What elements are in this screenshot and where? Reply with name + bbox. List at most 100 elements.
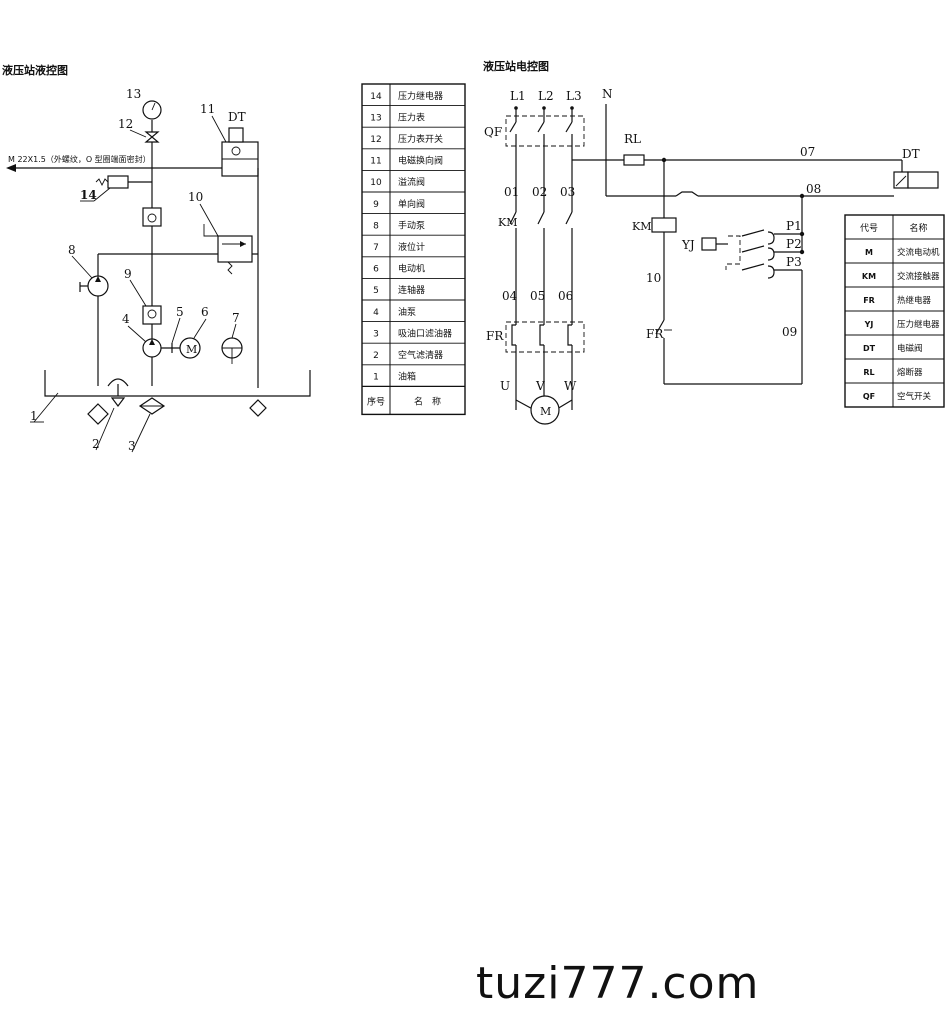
- part-number: 9: [373, 200, 379, 210]
- part-name: 油泵: [398, 306, 416, 318]
- table-row: 2 空气滤清器: [373, 349, 443, 361]
- electrical-title: 液压站电控图: [483, 59, 549, 73]
- air-filter-icon: [107, 378, 129, 387]
- parts-table-frame: [361, 83, 466, 416]
- table-row: YJ 压力继电器: [864, 319, 940, 330]
- part-name: 连轴器: [398, 284, 425, 296]
- label-01: 01: [504, 185, 519, 199]
- code-name-cell: 交流电动机: [897, 247, 940, 258]
- label-3: 3: [128, 439, 136, 453]
- label-02: 02: [532, 185, 547, 199]
- label-fr-contact: FR: [646, 327, 664, 341]
- code-name-cell: 电磁阀: [897, 343, 923, 354]
- gauge-switch-icon: [144, 131, 160, 143]
- label-dt-electrical: DT: [902, 147, 920, 161]
- label-8: 8: [68, 243, 76, 257]
- oil-tank: [44, 370, 311, 397]
- part-number: 13: [370, 113, 381, 123]
- part-name: 溢流阀: [398, 176, 425, 188]
- code-cell: KM: [862, 272, 876, 281]
- table-row: 3 吸油口滤油器: [373, 327, 452, 339]
- relief-valve-icon: [217, 235, 253, 263]
- code-name-cell: 空气开关: [897, 391, 932, 402]
- label-11: 11: [200, 102, 215, 116]
- table-row: 6 电动机: [373, 263, 425, 275]
- label-fr-main: FR: [486, 329, 504, 343]
- part-name: 电磁换向阀: [398, 155, 443, 167]
- label-u: U: [500, 379, 510, 393]
- code-name-cell: 压力继电器: [897, 319, 940, 330]
- label-p2: P2: [786, 237, 802, 251]
- label-09: 09: [782, 325, 797, 339]
- part-number: 8: [373, 221, 379, 231]
- code-cell: YJ: [864, 320, 874, 329]
- part-number: 7: [373, 243, 379, 253]
- label-n: N: [602, 87, 613, 101]
- part-number: 3: [373, 329, 379, 339]
- km-coil-icon: [651, 217, 677, 233]
- part-name: 手动泵: [398, 219, 425, 231]
- label-km-main: KM: [498, 216, 517, 229]
- label-08: 08: [806, 182, 821, 196]
- pressure-contacts-icon: [767, 231, 775, 279]
- outlet-arrow-icon: [6, 164, 16, 172]
- code-cell: DT: [863, 344, 876, 353]
- label-05: 05: [530, 289, 545, 303]
- code-cell: QF: [863, 392, 875, 401]
- parts-footer-name: 名 称: [414, 395, 441, 407]
- code-name-cell: 交流接触器: [897, 271, 940, 282]
- label-10-wire: 10: [646, 271, 661, 285]
- part-number: 2: [373, 351, 379, 361]
- label-p3: P3: [786, 255, 802, 269]
- code-cell: RL: [863, 368, 874, 377]
- part-name: 压力表开关: [398, 133, 443, 145]
- label-p1: P1: [786, 219, 802, 233]
- check-valve-icon: [142, 305, 162, 325]
- label-07: 07: [800, 145, 815, 159]
- part-name: 液位计: [398, 241, 425, 253]
- part-name: 空气滤清器: [398, 349, 443, 361]
- part-name: 压力表: [398, 111, 425, 123]
- air-filter-base-icon: [87, 403, 109, 425]
- fr-relay-box: [505, 321, 585, 353]
- table-row: 13 压力表: [370, 111, 425, 123]
- electrical-diagram: 液压站电控图 L1 L2 L3 N: [483, 59, 939, 425]
- label-qf: QF: [484, 125, 502, 139]
- label-l2: L2: [538, 89, 554, 103]
- label-6: 6: [201, 305, 209, 319]
- codes-header-name: 名称: [909, 222, 927, 234]
- hydraulic-diagram: 液压站液控图 1 M 22X1.5（外螺纹，O 型圈端面密封） 13 12 14: [2, 63, 311, 453]
- port-note: M 22X1.5（外螺纹，O 型圈端面密封）: [8, 154, 151, 164]
- part-number: 6: [373, 265, 379, 275]
- part-name: 吸油口滤油器: [398, 327, 452, 339]
- hydraulic-title: 液压站液控图: [2, 63, 68, 77]
- label-1: 1: [30, 409, 38, 423]
- ac-motor-icon: [530, 395, 560, 425]
- label-06: 06: [558, 289, 573, 303]
- svg-text:M: M: [186, 343, 197, 356]
- label-l3: L3: [566, 89, 582, 103]
- label-5: 5: [176, 305, 184, 319]
- part-name: 单向阀: [398, 198, 425, 210]
- part-name: 油箱: [398, 371, 416, 383]
- return-filter-icon: [249, 399, 267, 417]
- part-number: 5: [373, 286, 379, 296]
- code-name-cell: 热继电器: [897, 295, 932, 306]
- label-03: 03: [560, 185, 575, 199]
- label-14: 14: [80, 188, 97, 202]
- three-phase-lines: [509, 106, 574, 410]
- part-name: 电动机: [398, 263, 425, 275]
- label-13: 13: [126, 87, 141, 101]
- code-cell: FR: [863, 296, 875, 305]
- label-w: W: [564, 379, 577, 393]
- svg-text:M: M: [540, 405, 551, 418]
- table-row: 8 手动泵: [373, 219, 425, 231]
